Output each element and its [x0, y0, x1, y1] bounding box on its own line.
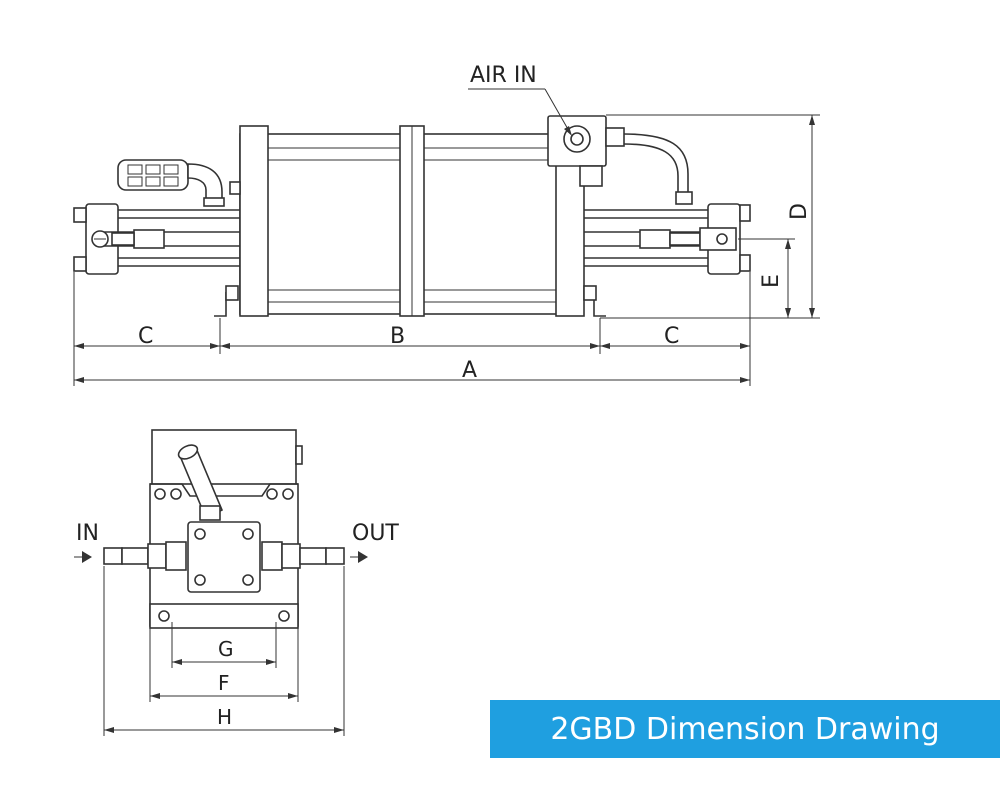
- vertical-dimensions: D E: [600, 114, 820, 319]
- in-label: IN: [76, 521, 99, 546]
- pump-side-view: [73, 115, 751, 317]
- dim-d-label: D: [787, 203, 812, 220]
- out-label: OUT: [352, 521, 399, 546]
- air-in-label: AIR IN: [470, 63, 537, 88]
- flow-callouts: IN OUT: [74, 521, 399, 563]
- dim-e-label: E: [759, 274, 784, 288]
- horizontal-dimensions: C B C A: [73, 272, 751, 386]
- pump-end-view: [103, 429, 345, 629]
- end-view-dimensions: G F H: [103, 566, 345, 736]
- drawing-caption: 2GBD Dimension Drawing: [490, 700, 1000, 758]
- dim-g-label: G: [218, 637, 234, 661]
- dim-c-left-label: C: [138, 324, 153, 349]
- air-in-callout: AIR IN: [468, 63, 572, 136]
- in-arrow-icon: [82, 551, 92, 563]
- dim-c-right-label: C: [664, 324, 679, 349]
- dim-h-label: H: [217, 705, 232, 729]
- out-arrow-icon: [358, 551, 368, 563]
- dim-f-label: F: [218, 671, 230, 695]
- dim-b-label: B: [390, 324, 405, 349]
- dim-a-label: A: [462, 358, 477, 383]
